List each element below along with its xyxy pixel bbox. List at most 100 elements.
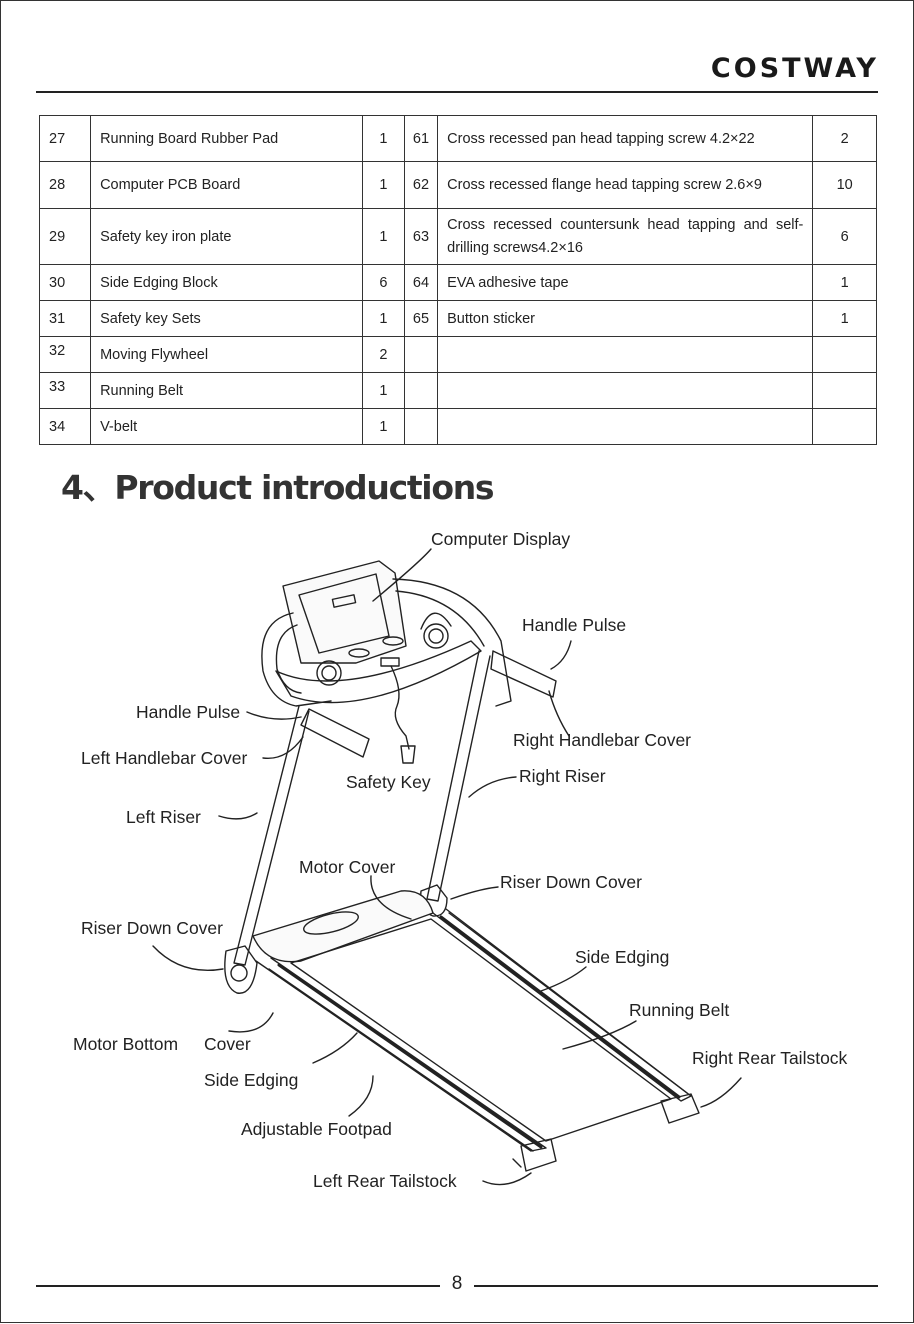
- left-edging-stripe-2: [277, 963, 543, 1149]
- left-riser-knob: [230, 964, 248, 982]
- right-edging-stripe-1: [439, 915, 681, 1099]
- label-motor-bottom: Motor Bottom: [73, 1034, 179, 1054]
- part-number: 32: [38, 336, 92, 373]
- safety-key-cord: [390, 665, 410, 750]
- table-row: 27 Running Board Rubber Pad 1 61 Cross r…: [38, 115, 877, 162]
- part-name: Running Belt: [90, 372, 364, 409]
- control-pad-right: [382, 636, 404, 646]
- right-speaker-inner: [428, 628, 444, 644]
- label-side-edging-right: Side Edging: [575, 947, 670, 967]
- adjustable-footpad: [512, 1158, 522, 1168]
- leader-left-rear-tailstock: [482, 1172, 532, 1186]
- part-name: Side Edging Block: [90, 264, 364, 301]
- part-number: 27: [38, 115, 92, 162]
- label-safety-key: Safety Key: [346, 772, 431, 792]
- left-speaker-inner: [321, 665, 337, 681]
- leader-left-riser: [218, 812, 258, 820]
- leader-computer-display: [372, 548, 432, 602]
- part-qty: 2: [812, 115, 877, 162]
- right-rear-tailstock: [660, 1093, 700, 1124]
- safety-key-clip: [400, 745, 416, 764]
- part-number: 34: [38, 408, 92, 445]
- right-speaker-hood: [420, 612, 452, 630]
- part-qty: [812, 336, 877, 373]
- left-handle-arc: [261, 612, 332, 707]
- label-right-riser: Right Riser: [519, 766, 606, 786]
- part-qty: 1: [812, 264, 877, 301]
- left-riser-down-cover: [224, 945, 258, 994]
- part-number: [403, 408, 439, 445]
- label-right-handlebar-cover: Right Handlebar Cover: [513, 730, 692, 750]
- table-row: 32 Moving Flywheel 2: [38, 336, 877, 373]
- part-name: Cross recessed pan head tapping screw 4.…: [437, 115, 814, 162]
- console-handle-arc: [392, 578, 512, 707]
- part-name: V-belt: [90, 408, 364, 445]
- leader-riser-down-cover-right: [450, 886, 499, 900]
- left-handle-arc-inner: [275, 624, 302, 694]
- part-qty: [812, 372, 877, 409]
- label-right-rear-tailstock: Right Rear Tailstock: [692, 1048, 848, 1068]
- part-name: EVA adhesive tape: [437, 264, 814, 301]
- part-name: [437, 336, 814, 373]
- label-riser-down-cover-right: Riser Down Cover: [500, 872, 642, 892]
- label-motor-cover: Motor Cover: [299, 857, 396, 877]
- label-riser-down-cover-left: Riser Down Cover: [81, 918, 223, 938]
- leader-right-handlebar-cover: [548, 690, 570, 737]
- right-edging-stripe-2: [448, 912, 688, 1094]
- left-speaker: [316, 660, 342, 686]
- right-riser: [426, 650, 491, 902]
- label-left-riser: Left Riser: [126, 807, 201, 827]
- part-name: [437, 408, 814, 445]
- label-running-belt: Running Belt: [629, 1000, 730, 1020]
- motor-cover-badge: [303, 911, 359, 935]
- part-number: 28: [38, 161, 92, 209]
- parts-table: 27 Running Board Rubber Pad 1 61 Cross r…: [38, 115, 877, 445]
- deck-right-rail: [432, 908, 692, 1102]
- part-qty: 6: [812, 208, 877, 265]
- part-name: Computer PCB Board: [90, 161, 364, 209]
- display-readout: [331, 594, 357, 608]
- part-number: 61: [403, 115, 439, 162]
- label-cover: Cover: [204, 1034, 251, 1054]
- part-name: Safety key iron plate: [90, 208, 364, 265]
- leader-adjustable-footpad: [348, 1075, 374, 1117]
- control-pad-left: [348, 648, 370, 658]
- part-number: [403, 372, 439, 409]
- page-number: 8: [451, 1273, 463, 1294]
- deck-left-rail: [255, 957, 547, 1152]
- part-number: 30: [38, 264, 92, 301]
- left-riser: [233, 705, 310, 966]
- label-left-handlebar-cover: Left Handlebar Cover: [81, 748, 248, 768]
- label-adjustable-footpad: Adjustable Footpad: [241, 1119, 392, 1139]
- right-speaker: [423, 623, 449, 649]
- leader-handle-pulse-right: [550, 640, 572, 670]
- page-footer: 8: [36, 1273, 878, 1297]
- part-qty: [812, 408, 877, 445]
- part-number: 29: [38, 208, 92, 265]
- leader-right-rear-tailstock: [700, 1077, 742, 1108]
- part-number: 64: [403, 264, 439, 301]
- console-housing: [282, 560, 407, 664]
- leader-motor-cover: [370, 875, 412, 920]
- header-rule: [36, 91, 878, 93]
- leader-motor-bottom-cover: [228, 1012, 274, 1033]
- part-number: 65: [403, 300, 439, 337]
- label-side-edging-left: Side Edging: [204, 1070, 299, 1090]
- leader-riser-down-cover-left: [152, 945, 224, 971]
- part-qty: 10: [812, 161, 877, 209]
- leader-side-edging-right: [540, 966, 587, 992]
- leader-right-riser: [468, 776, 517, 798]
- leader-handle-pulse-left: [246, 711, 302, 720]
- part-number: 63: [403, 208, 439, 265]
- table-row: 34 V-belt 1: [38, 408, 877, 445]
- part-name: Moving Flywheel: [90, 336, 364, 373]
- leader-left-handlebar-cover: [262, 736, 304, 760]
- safety-key-slot: [380, 657, 400, 667]
- label-handle-pulse-right: Handle Pulse: [522, 615, 627, 635]
- section-title: 4、Product introductions: [61, 468, 495, 507]
- console-base: [275, 640, 482, 704]
- right-handle-grip: [490, 650, 557, 698]
- leader-side-edging-left: [312, 1032, 358, 1064]
